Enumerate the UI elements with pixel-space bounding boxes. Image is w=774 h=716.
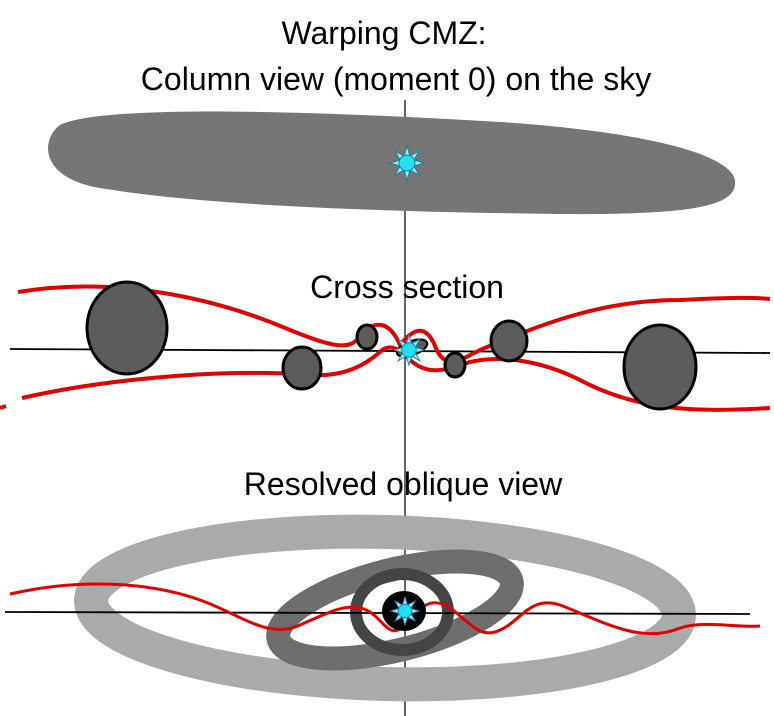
oblique-view-label: Resolved oblique view <box>244 466 563 502</box>
warp-left-tail <box>0 404 7 410</box>
inner-ring <box>350 568 454 656</box>
cloud-inner-right <box>443 351 467 379</box>
cloud-far-left <box>85 280 169 376</box>
center-source-icon <box>389 145 425 181</box>
cloud-far-right <box>622 323 698 411</box>
oblique-midplane-axis <box>4 611 751 615</box>
cross-section-label: Cross section <box>310 269 504 305</box>
center-source-icon <box>393 334 425 366</box>
warp-upper-curve <box>17 284 771 364</box>
outer-ring <box>74 514 696 702</box>
cloud-inner-left <box>355 323 379 351</box>
title-line-1: Warping CMZ: <box>281 15 486 51</box>
center-source-icon <box>390 596 420 626</box>
cloud-mid-right <box>489 319 529 363</box>
cloud-mid-left <box>281 345 323 391</box>
title-line-2: Column view (moment 0) on the sky <box>141 61 651 97</box>
